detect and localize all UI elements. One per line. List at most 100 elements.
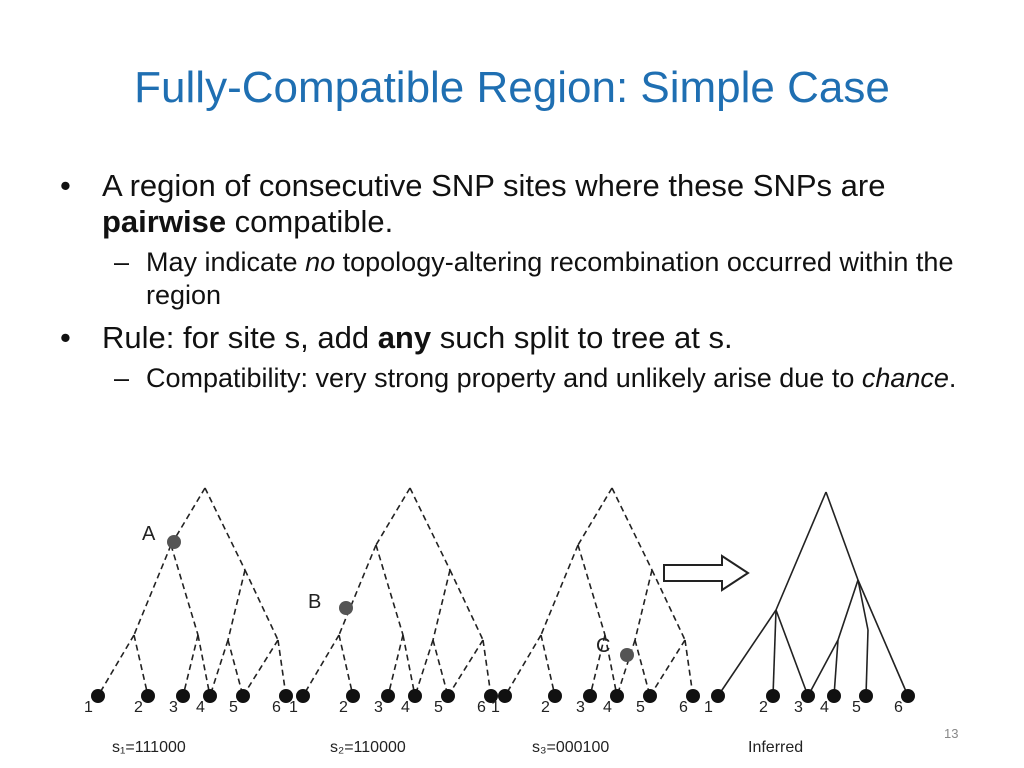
tree-caption: s₂=110000 [330, 739, 406, 756]
tree-edge [170, 544, 199, 636]
tree-edge [375, 544, 404, 636]
tree-edge [807, 639, 839, 697]
leaf-node [236, 689, 250, 703]
tree-edge [242, 639, 279, 697]
bullet-2: • Rule: for site s, add any such split t… [60, 320, 980, 356]
leaf-node [827, 689, 841, 703]
tree-edge [414, 639, 434, 697]
leaf-label: 2 [759, 699, 768, 716]
tree-edge [604, 634, 618, 697]
page-number: 13 [944, 726, 959, 741]
tree-edge [338, 544, 377, 636]
tree-edge [772, 609, 777, 697]
leaf-label: 4 [820, 699, 829, 716]
bullet-1-text-a: A region of consecutive SNP sites where … [102, 168, 886, 203]
leaf-node [346, 689, 360, 703]
leaf-label: 5 [434, 699, 443, 716]
tree-edge [857, 579, 909, 697]
tree-edge [540, 634, 556, 697]
tree-edge [97, 634, 135, 697]
tree-edge [717, 609, 777, 697]
marker-label: A [142, 523, 156, 545]
tree-edge [277, 639, 287, 697]
bullet-1: • A region of consecutive SNP sites wher… [60, 168, 980, 240]
mutation-marker [167, 535, 181, 549]
leaf-label: 2 [339, 699, 348, 716]
leaf-node [643, 689, 657, 703]
tree-nodes [91, 535, 915, 703]
leaf-label: 5 [852, 699, 861, 716]
bullet-list: • A region of consecutive SNP sites wher… [60, 168, 980, 403]
tree-caption: s₃=000100 [532, 739, 609, 756]
tree-edge [197, 634, 211, 697]
leaf-node [381, 689, 395, 703]
tree-edge [227, 639, 244, 697]
tree-edge [651, 569, 686, 641]
leaf-label: 6 [477, 699, 486, 716]
bullet-1-text-b: compatible. [226, 204, 394, 239]
leaf-node [498, 689, 512, 703]
tree-edge [577, 544, 606, 636]
leaf-label: 5 [229, 699, 238, 716]
leaf-label: 3 [576, 699, 585, 716]
sub-bullet-2-text-a: Compatibility: very strong property and … [146, 363, 862, 393]
leaf-label: 2 [134, 699, 143, 716]
tree-edge [338, 634, 354, 697]
leaf-label: 3 [169, 699, 178, 716]
tree-edge [482, 639, 492, 697]
leaf-node [203, 689, 217, 703]
tree-caption: s₁=111000 [112, 739, 186, 756]
leaf-label: 6 [679, 699, 688, 716]
leaf-node [548, 689, 562, 703]
bullet-2-text-b: such split to tree at s. [431, 320, 733, 355]
tree-edge [447, 639, 484, 697]
leaf-node [610, 689, 624, 703]
leaf-node [801, 689, 815, 703]
tree-edge [182, 634, 199, 697]
sub-bullet-1-italic: no [305, 247, 336, 277]
tree-edge [634, 639, 651, 697]
tree-edge [833, 639, 839, 697]
tree-edge [589, 634, 606, 697]
bullet-2-text-a: Rule: for site s, add [102, 320, 378, 355]
sub-bullet-dash: – [114, 363, 130, 393]
sub-bullet-2-text-b: . [948, 363, 957, 393]
tree-edge [611, 487, 653, 571]
bullet-dot: • [60, 320, 71, 355]
tree-edge [857, 579, 869, 631]
leaf-node [484, 689, 498, 703]
leaf-label: 1 [491, 699, 500, 716]
leaf-node [176, 689, 190, 703]
leaf-node [441, 689, 455, 703]
leaf-label: 4 [401, 699, 410, 716]
sub-bullet-2: – Compatibility: very strong property an… [60, 362, 980, 395]
tree-edge [865, 629, 869, 697]
sub-bullet-1-text-a: May indicate [146, 247, 306, 277]
tree-edge [649, 639, 686, 697]
leaf-node [408, 689, 422, 703]
tree-edge [133, 544, 172, 636]
tree-edge [302, 634, 340, 697]
leaf-label: 3 [794, 699, 803, 716]
mutation-marker [339, 601, 353, 615]
leaf-label: 1 [289, 699, 298, 716]
sub-bullet-1-text-b: topology-altering recombination occurred… [146, 247, 954, 310]
tree-edge [375, 487, 411, 546]
tree-edge [409, 487, 451, 571]
tree-edge [209, 639, 229, 697]
leaf-node [686, 689, 700, 703]
leaf-node [711, 689, 725, 703]
leaf-node [296, 689, 310, 703]
tree-edge [775, 609, 809, 697]
leaf-label: 2 [541, 699, 550, 716]
sub-bullet-1: – May indicate no topology-altering reco… [60, 246, 980, 312]
bullet-dot: • [60, 168, 71, 203]
leaf-label: 4 [603, 699, 612, 716]
leaf-node [766, 689, 780, 703]
bullet-1-bold: pairwise [102, 204, 227, 239]
leaf-label: 6 [894, 699, 903, 716]
tree-edge [684, 639, 694, 697]
tree-caption: Inferred [748, 739, 803, 756]
right-arrow-icon [663, 554, 750, 592]
